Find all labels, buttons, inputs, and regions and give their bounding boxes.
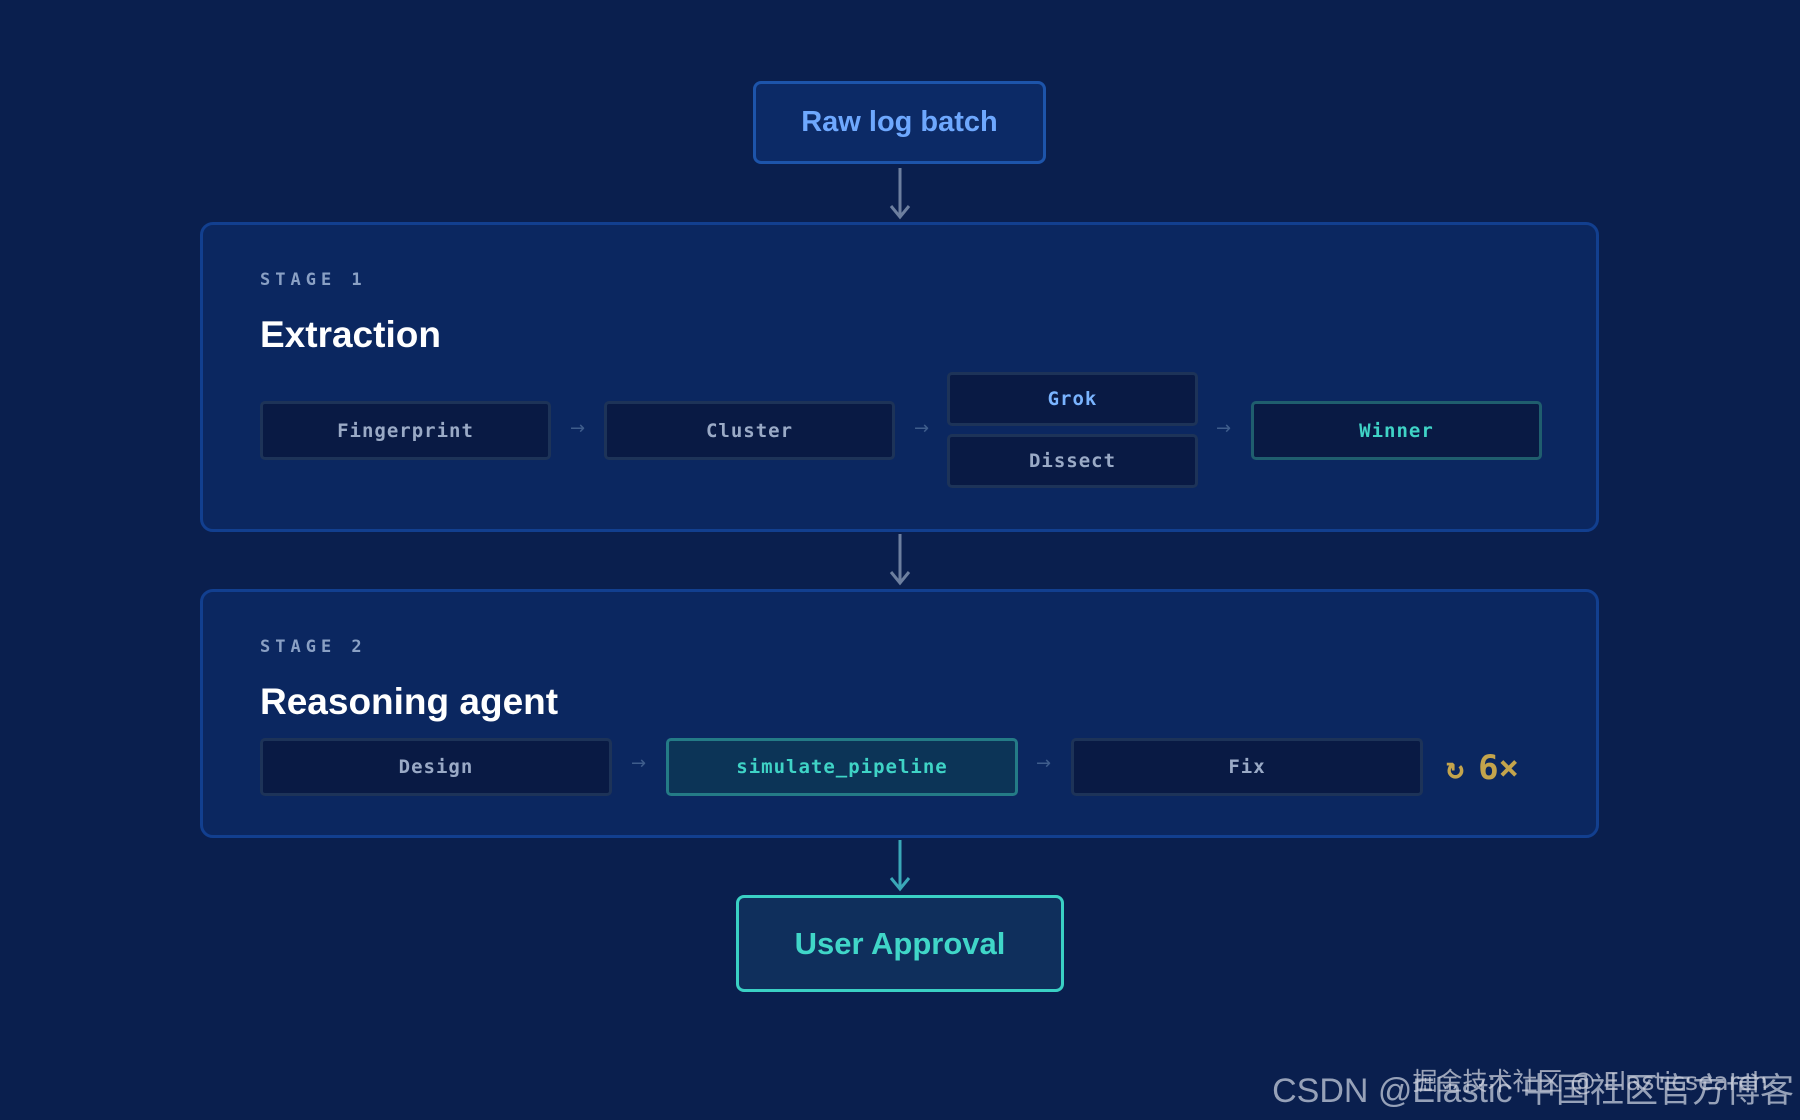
step-cluster: Cluster: [604, 401, 895, 460]
step-simulate-pipeline: simulate_pipeline: [666, 738, 1018, 796]
step-winner: Winner: [1251, 401, 1542, 460]
flow-arrow: →: [631, 753, 647, 774]
flow-arrow: →: [1036, 753, 1052, 774]
retry-loop-indicator: ↻ 6×: [1446, 748, 1519, 788]
step-design: Design: [260, 738, 612, 796]
loop-icon: ↻: [1446, 750, 1465, 786]
flow-arrow: →: [1216, 418, 1232, 439]
step-grok: Grok: [947, 372, 1198, 426]
user-approval-node: User Approval: [736, 895, 1064, 992]
stage-1-label: STAGE 1: [260, 270, 367, 290]
connector-arrow-stage1-to-stage2: [889, 534, 911, 586]
flow-arrow: →: [570, 418, 586, 439]
stage-2-panel: STAGE 2 Reasoning agent Design → simulat…: [200, 589, 1599, 838]
stage-2-label: STAGE 2: [260, 637, 367, 657]
connector-arrow-stage2-to-approval: [889, 840, 911, 892]
stage-1-panel: STAGE 1 Extraction Fingerprint → Cluster…: [200, 222, 1599, 532]
raw-log-batch-node: Raw log batch: [753, 81, 1046, 164]
stage-2-title: Reasoning agent: [260, 681, 559, 722]
step-fingerprint: Fingerprint: [260, 401, 551, 460]
flow-arrow: →: [914, 418, 930, 439]
watermark-main: CSDN @Elastic 中国社区官方博客: [1272, 1072, 1794, 1110]
stage-1-title: Extraction: [260, 314, 441, 355]
watermark-overlay: 掘金技术社区 @ Elasticsearch: [1412, 1067, 1768, 1096]
step-fix: Fix: [1071, 738, 1423, 796]
connector-arrow-input-to-stage1: [889, 168, 911, 220]
watermark: CSDN @Elastic 中国社区官方博客 掘金技术社区 @ Elastics…: [1254, 1067, 1794, 1112]
loop-count: 6×: [1478, 748, 1520, 788]
step-dissect: Dissect: [947, 434, 1198, 488]
